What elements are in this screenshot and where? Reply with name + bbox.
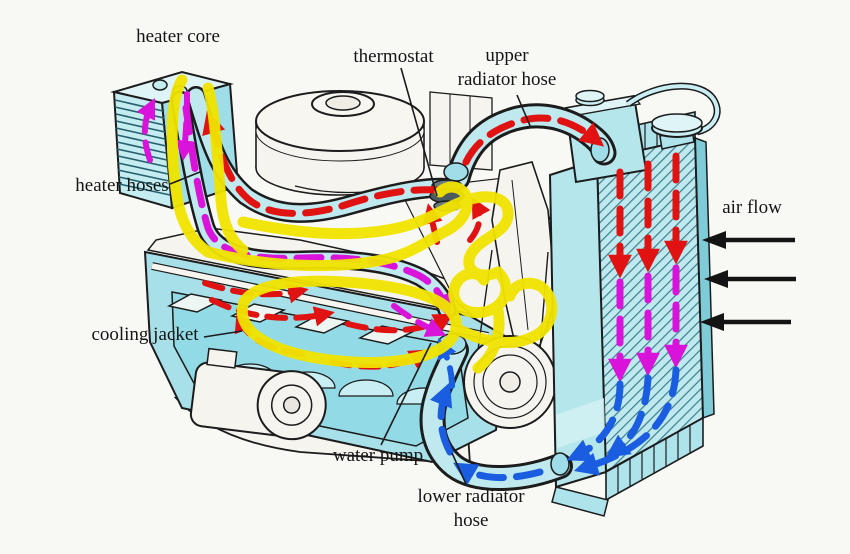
air-arrow-head <box>702 231 726 249</box>
air-arrow-head <box>700 313 724 331</box>
label-upper-radiator-hose-line1: upper <box>485 45 529 66</box>
radiator-bottom-fins <box>617 426 691 493</box>
water-pump-leader <box>380 342 432 446</box>
label-lower-radiator-hose-line1: lower radiator <box>417 486 525 507</box>
label-air-flow: air flow <box>722 197 782 218</box>
radiator <box>548 82 721 517</box>
overflow-cap <box>575 89 605 103</box>
air-cleaner <box>255 90 493 196</box>
radiator-cap <box>651 113 703 150</box>
label-water-pump: water pump <box>332 445 424 466</box>
thermostat-elbow <box>443 162 469 182</box>
radiator-outlet <box>550 452 570 476</box>
label-lower-radiator-hose: lower radiator hose <box>406 485 536 534</box>
label-thermostat: thermostat <box>353 46 434 67</box>
cooling-jacket-leader <box>203 330 243 338</box>
label-lower-radiator-hose-line2: hose <box>453 510 489 532</box>
label-heater-hoses: heater hoses <box>75 175 169 196</box>
warm-coolant-arrows <box>136 91 688 383</box>
cool-coolant-arrows <box>430 337 680 486</box>
leader-lines <box>169 67 532 485</box>
heater-hoses-leader <box>169 171 201 185</box>
label-heater-core: heater core <box>136 26 220 47</box>
air-arrow-head <box>704 270 728 288</box>
label-upper-radiator-hose: upper radiator hose <box>446 44 568 93</box>
thermostat-leader <box>400 67 438 197</box>
air-flow-arrows <box>700 231 796 331</box>
label-upper-radiator-hose-line2: radiator hose <box>457 69 557 91</box>
label-cooling-jacket: cooling jacket <box>91 324 199 345</box>
starter-motor <box>189 347 327 441</box>
upper-radiator-hose-leader <box>516 94 532 129</box>
lower-radiator-hose-leader <box>451 452 467 485</box>
yellow-highlight-trace <box>166 74 558 374</box>
